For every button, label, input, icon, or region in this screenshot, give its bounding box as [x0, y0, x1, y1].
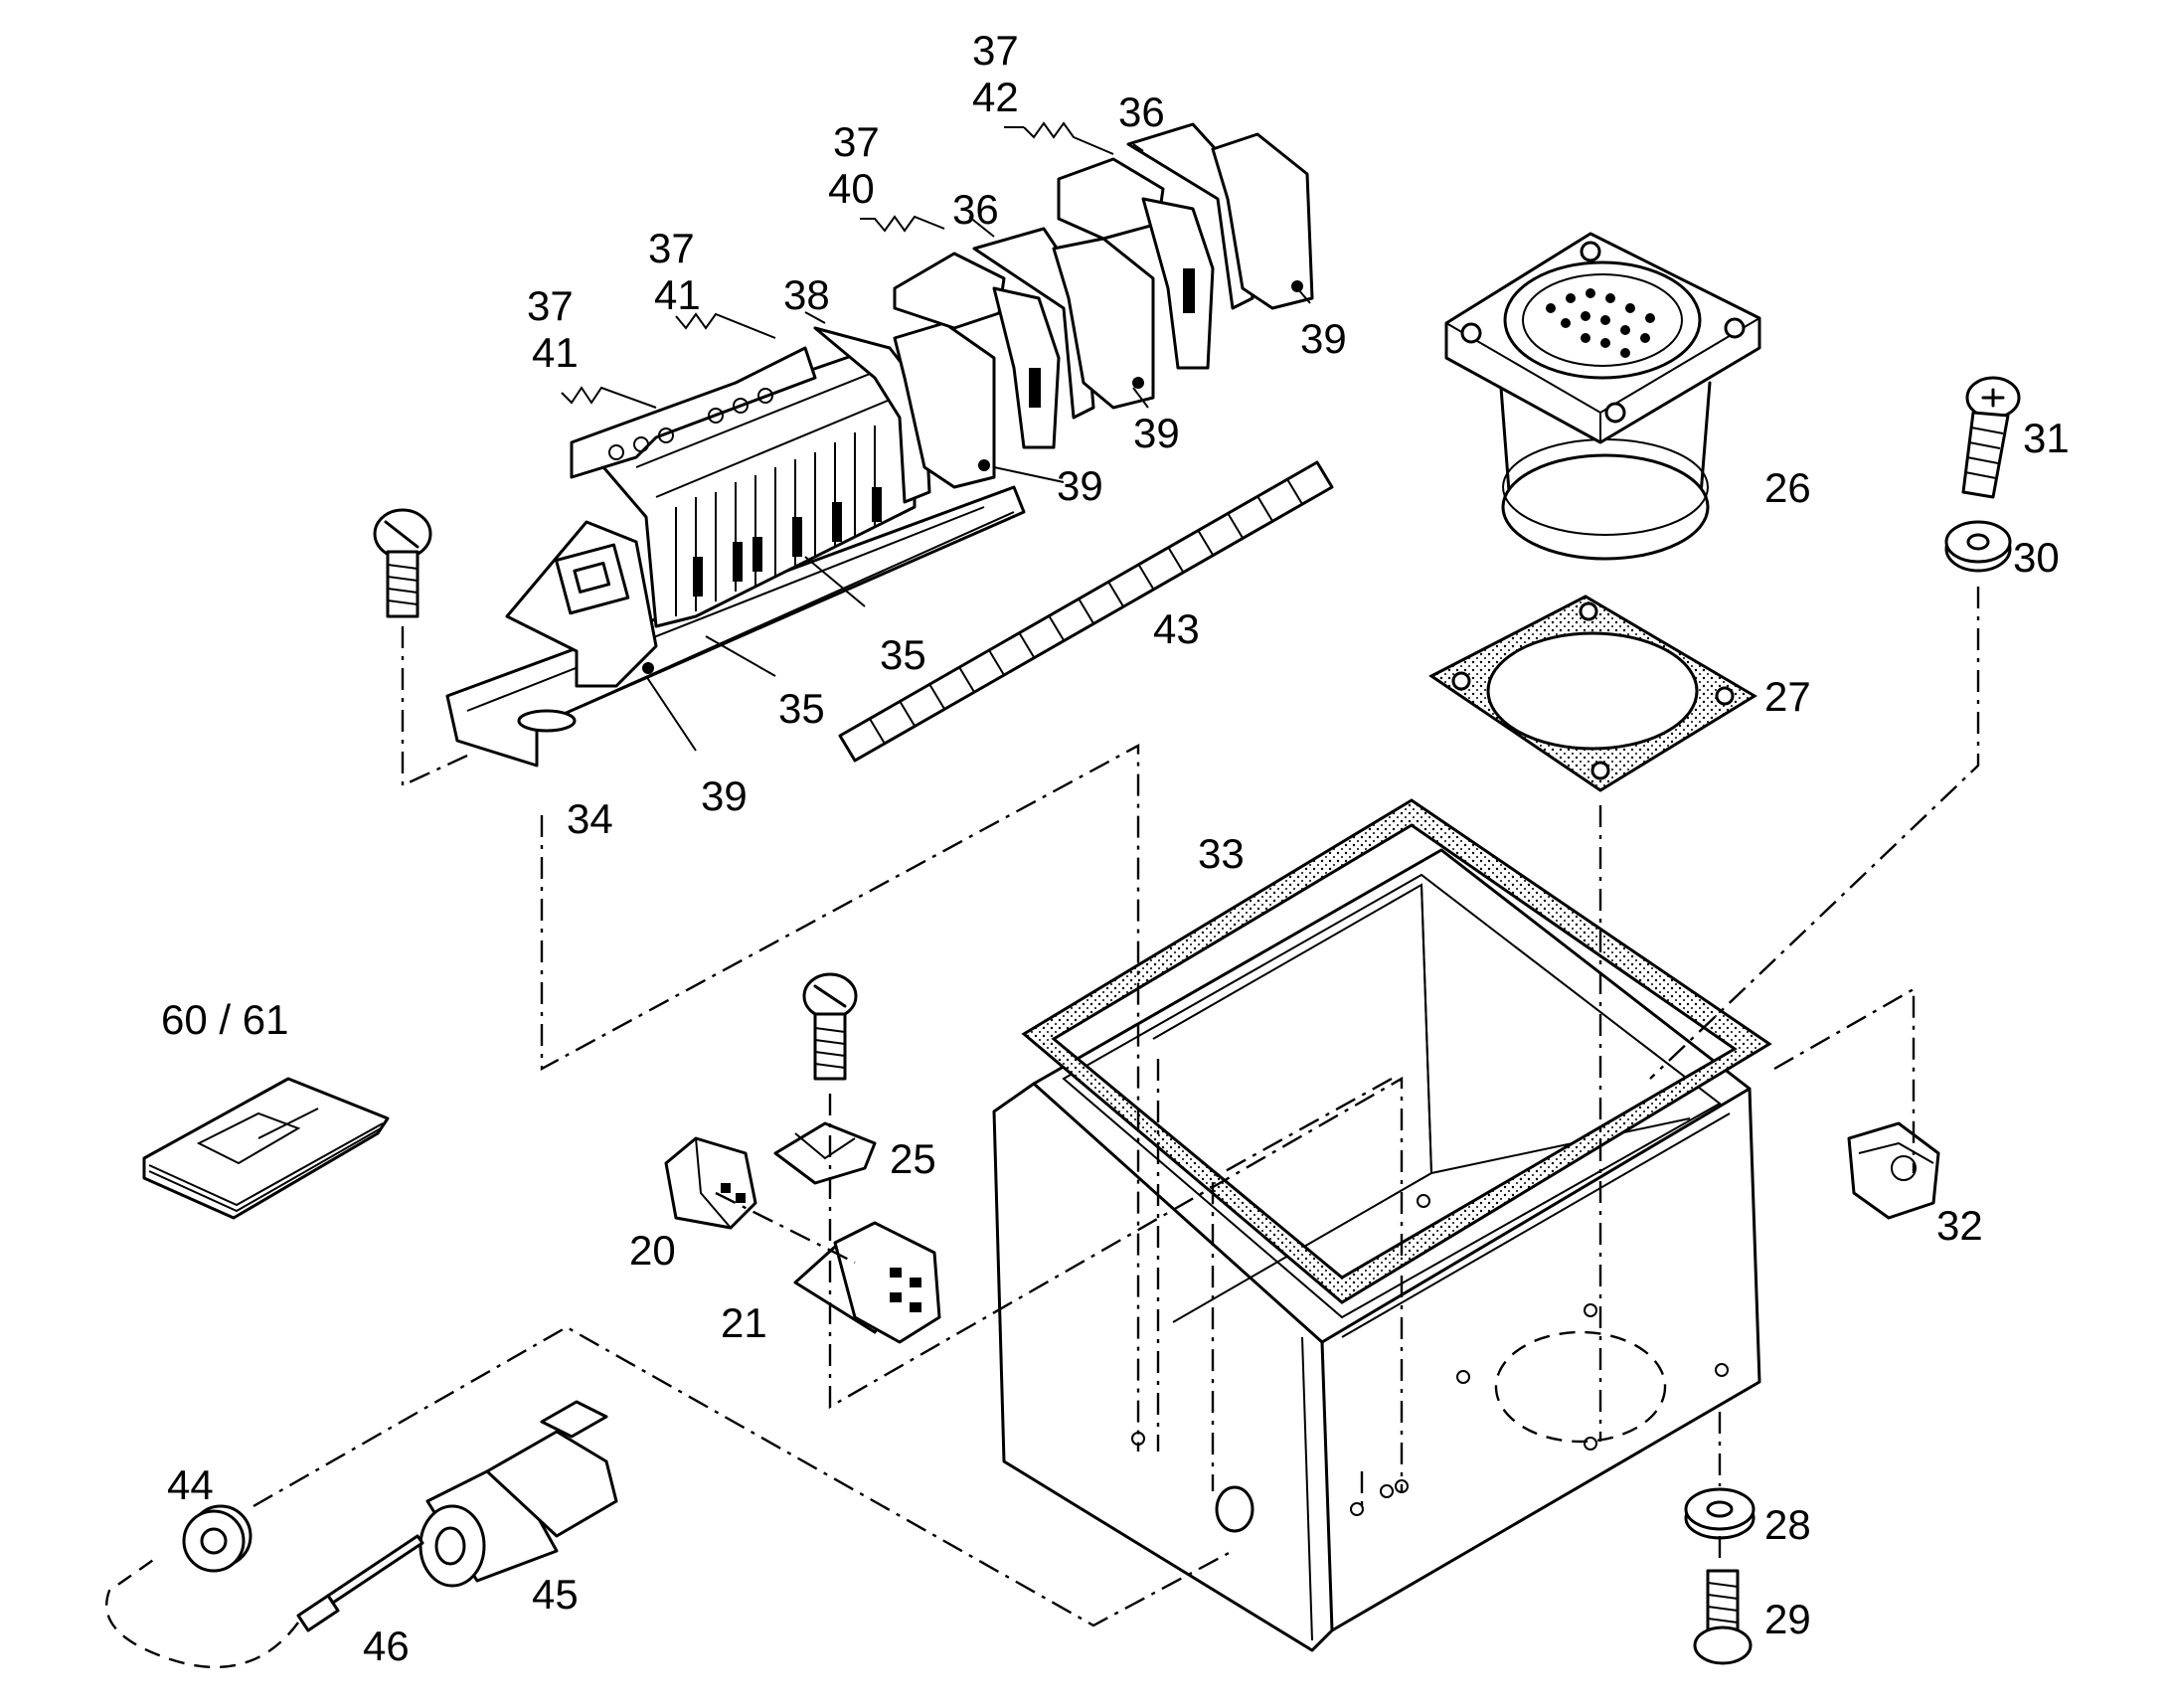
relay-clip-25 [773, 1121, 877, 1185]
label-46: 46 [363, 1623, 410, 1669]
label-37: 37 [648, 225, 695, 271]
screw-29 [1693, 1569, 1753, 1665]
marker-strip [838, 460, 1334, 763]
label-35: 35 [880, 631, 926, 678]
nut-44 [182, 1504, 252, 1573]
label-41: 41 [532, 329, 579, 376]
gland-45 [418, 1400, 618, 1588]
flange-gasket [1428, 595, 1757, 792]
label-45: 45 [532, 1571, 579, 1618]
label-39: 39 [1300, 315, 1347, 362]
label-28: 28 [1764, 1501, 1811, 1548]
label-35: 35 [778, 685, 825, 732]
assembly-lines [252, 587, 1980, 1627]
label-39: 39 [1057, 462, 1103, 509]
label-39: 39 [1133, 410, 1180, 456]
label-30: 30 [2013, 534, 2060, 581]
washer-30 [1944, 520, 2012, 573]
screw-31 [1961, 376, 2021, 499]
label-44: 44 [167, 1461, 214, 1508]
label-26: 26 [1764, 464, 1811, 511]
label-29: 29 [1764, 1596, 1811, 1642]
label-31: 31 [2023, 415, 2070, 461]
box-gasket [1021, 798, 1772, 1304]
terminal-block-assembly [505, 122, 1314, 688]
circular-connector [1444, 232, 1761, 561]
part-labels: 37 42 36 37 40 36 37 41 38 37 41 39 39 3… [161, 27, 2070, 1669]
mounting-clip-32 [1847, 1121, 1940, 1220]
label-20: 20 [629, 1227, 676, 1274]
label-33: 33 [1198, 830, 1245, 877]
label-41: 41 [654, 271, 701, 318]
label-27: 27 [1764, 673, 1811, 720]
label-36: 36 [1118, 88, 1165, 135]
label-34: 34 [567, 795, 613, 842]
leader-lines [561, 121, 1311, 752]
relay-screw [802, 972, 858, 1081]
enclosure-box [992, 848, 1761, 1652]
label-25: 25 [890, 1135, 936, 1182]
washer-28 [1684, 1487, 1755, 1540]
label-39: 39 [701, 772, 748, 819]
probe-46 [104, 1534, 424, 1668]
label-21: 21 [721, 1299, 767, 1346]
relay-socket-20 [664, 1136, 757, 1230]
label-36: 36 [952, 186, 999, 233]
label-40: 40 [828, 165, 875, 212]
rail-screw [373, 508, 432, 618]
label-37: 37 [833, 118, 880, 165]
label-37: 37 [527, 282, 574, 329]
label-32: 32 [1936, 1202, 1983, 1249]
label-38: 38 [783, 271, 830, 318]
din-rail [445, 485, 1026, 768]
label-42: 42 [972, 74, 1019, 120]
manual-60-61 [142, 1077, 390, 1220]
relay-21 [793, 1221, 941, 1344]
label-60-61: 60 / 61 [161, 996, 288, 1043]
label-43: 43 [1153, 605, 1200, 652]
label-37: 37 [972, 27, 1019, 74]
